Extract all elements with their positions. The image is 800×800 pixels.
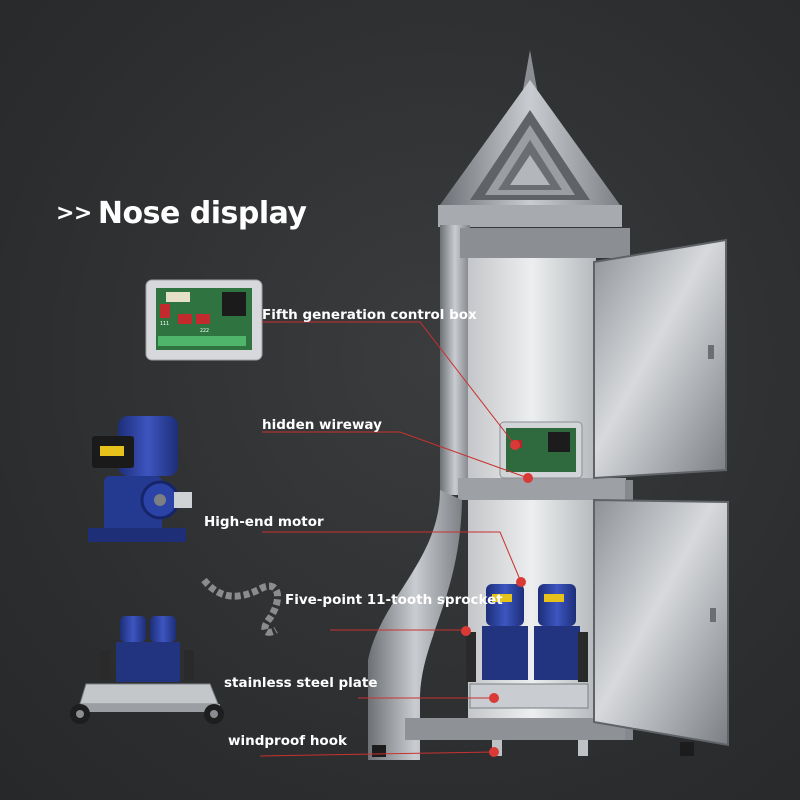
callout-wireway: hidden wireway [262,417,382,433]
tower-doors [593,238,729,747]
product-control-box: 111 222 [145,279,263,361]
title-text: Nose display [97,196,307,231]
product-motor [88,416,192,542]
product-base-plate [70,616,224,724]
callout-plate: stainless steel plate [224,675,378,691]
callout-lines [259,321,529,757]
tower-roof [438,50,622,227]
callout-motor: High-end motor [204,514,324,530]
callout-dots [461,440,533,757]
product-chain [201,577,281,636]
title-arrows: >> [56,201,92,226]
board-text-right: 222 [200,328,209,334]
board-text-left: 111 [160,321,169,327]
callout-sprocket: Five-point 11-tooth sprocket [285,592,503,608]
tower-control-board [499,421,583,479]
callout-hook: windproof hook [228,733,347,749]
callout-control-box: Fifth generation control box [262,307,477,323]
page-title: >>Nose display [56,196,307,231]
tower-motors [466,584,589,709]
